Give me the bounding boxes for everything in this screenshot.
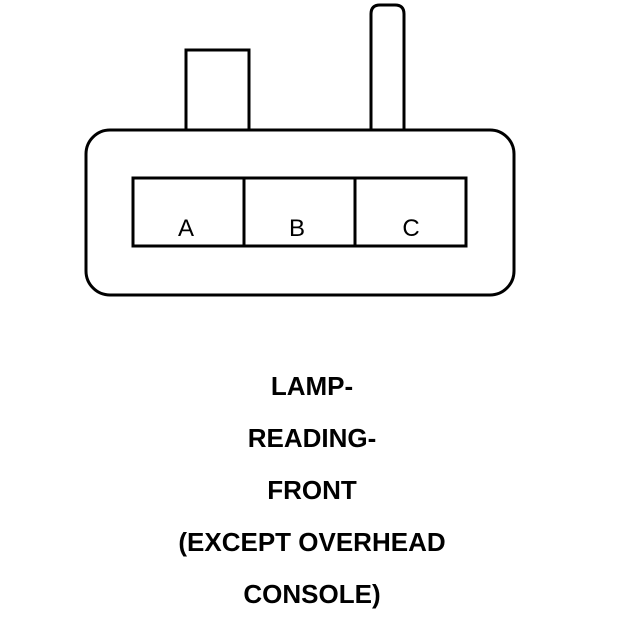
connector-lock-tab [184, 48, 251, 134]
component-caption: LAMP- READING- FRONT (EXCEPT OVERHEAD CO… [0, 360, 624, 620]
connector-diagram: A B C [84, 3, 516, 297]
pin-cavity-c [353, 176, 468, 248]
pin-label-b: B [289, 215, 305, 242]
caption-line-4: (EXCEPT OVERHEAD [178, 527, 446, 557]
pin-label-a: A [178, 215, 194, 242]
caption-line-2: READING- [247, 423, 377, 453]
caption-line-1: LAMP- [270, 371, 354, 401]
caption-line-5: CONSOLE) [243, 579, 381, 609]
pin-cavity-a [131, 176, 246, 248]
connector-terminal-tab [369, 3, 406, 132]
pin-label-c: C [402, 215, 419, 242]
caption-line-3: FRONT [267, 475, 357, 505]
pin-cavity-b [242, 176, 357, 248]
